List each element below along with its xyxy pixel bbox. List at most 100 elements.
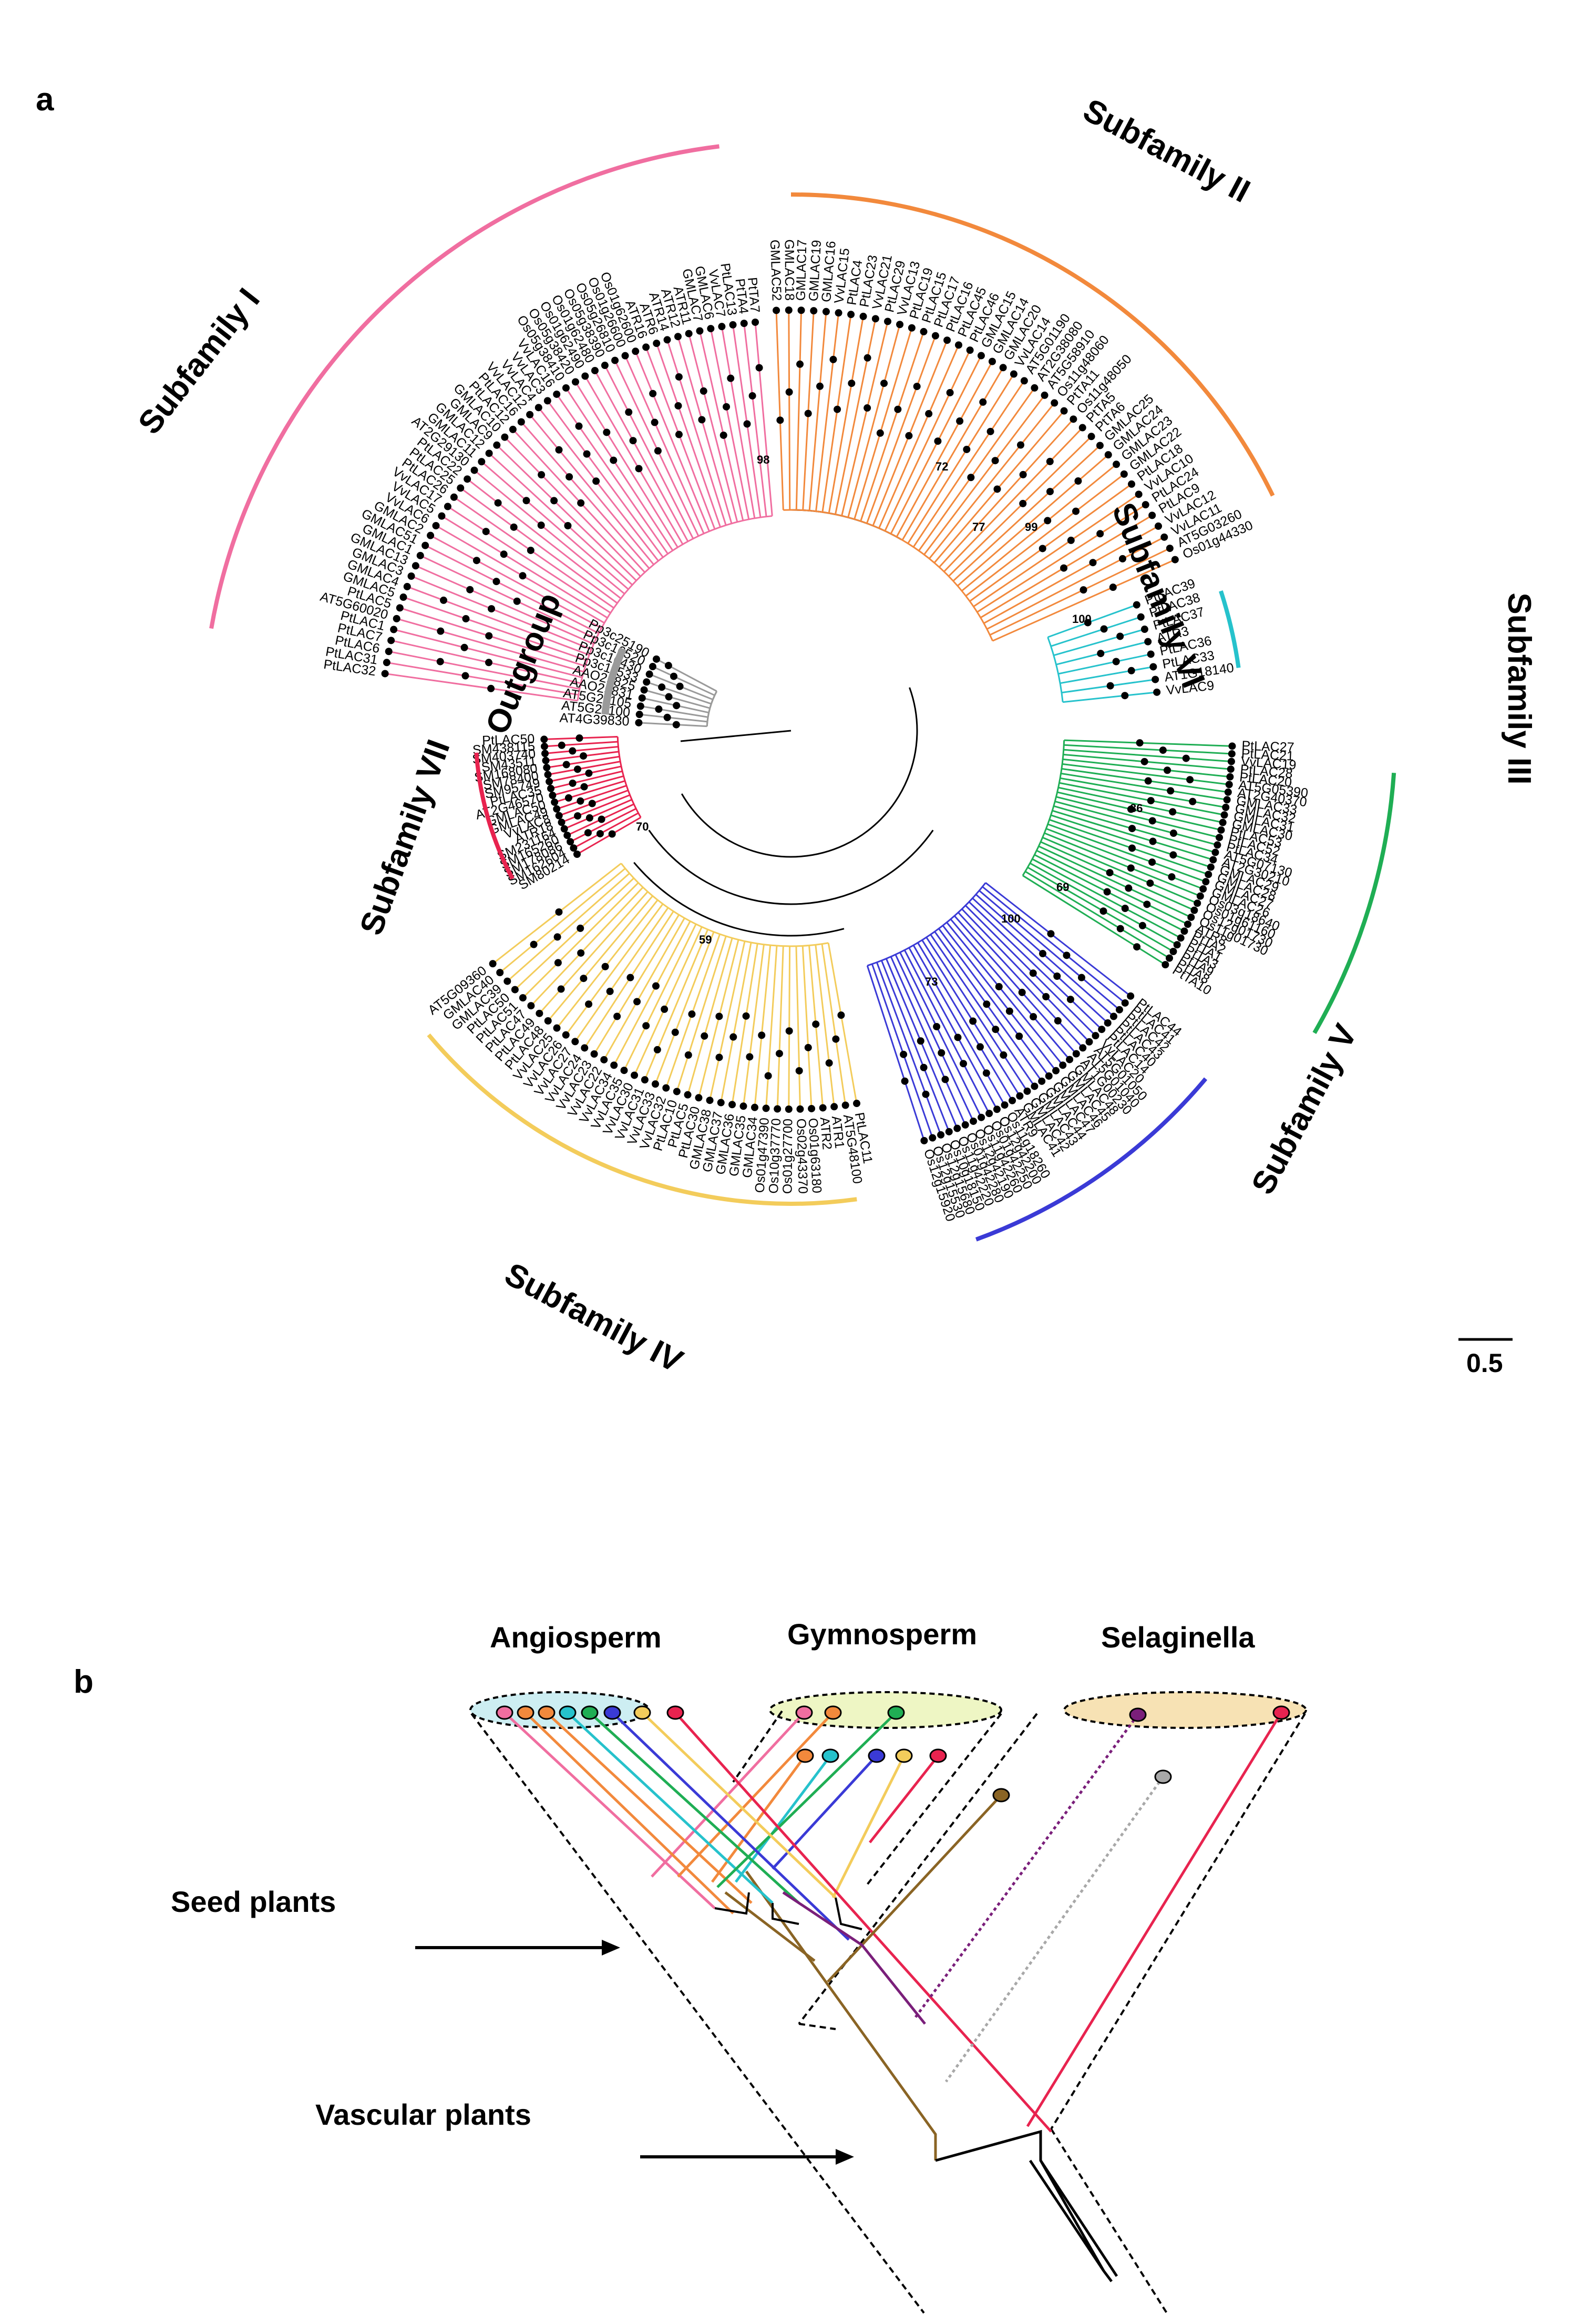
- leaf-branch: [593, 914, 680, 1054]
- internal-node: [1186, 776, 1194, 784]
- leaf-node: [1187, 913, 1195, 921]
- internal-node: [993, 485, 1001, 493]
- leaf-branch: [646, 681, 712, 705]
- internal-node: [880, 380, 888, 387]
- leaf-branch: [688, 333, 738, 523]
- leaf-node: [1225, 781, 1233, 789]
- internal-node: [575, 422, 583, 430]
- leaf-node: [591, 366, 599, 374]
- internal-node: [575, 734, 583, 742]
- leaf-branch: [973, 494, 1139, 608]
- leaf-branch: [982, 886, 1126, 1004]
- internal-node: [1189, 797, 1197, 805]
- leaf-node: [1109, 1012, 1117, 1020]
- clade-base-arc: [616, 736, 642, 818]
- leaf-branch: [1030, 862, 1178, 946]
- internal-node: [1164, 766, 1171, 774]
- internal-node: [1100, 625, 1108, 633]
- leaf-label: PtLAC21: [1241, 746, 1294, 764]
- internal-node: [1042, 993, 1050, 1001]
- leaf-node: [1137, 613, 1145, 621]
- internal-node: [1116, 925, 1124, 933]
- internal-node: [485, 659, 493, 667]
- leaf-branch: [1022, 875, 1166, 966]
- leaf-branch: [488, 453, 633, 586]
- leaf-node: [407, 572, 415, 580]
- leaf-node: [1196, 892, 1204, 900]
- leaf-node: [464, 475, 471, 483]
- subfamily-arc-out: [601, 647, 627, 715]
- internal-node: [1112, 658, 1120, 666]
- leaf-branch: [827, 943, 858, 1104]
- internal-node: [1148, 817, 1156, 825]
- internal-node: [1039, 545, 1046, 552]
- leaf-branch: [564, 798, 632, 830]
- leaf-branch: [952, 445, 1101, 582]
- leaf-branch: [604, 365, 694, 539]
- leaf-branch: [644, 689, 711, 709]
- internal-node: [626, 974, 634, 981]
- leaf-node: [517, 418, 525, 426]
- internal-node: [1080, 586, 1087, 594]
- leaf-node: [920, 327, 928, 335]
- leaf-branch: [880, 960, 950, 1132]
- backbone-arc-5: [706, 691, 718, 726]
- panel-a-label: a: [36, 81, 54, 118]
- internal-node: [969, 1017, 977, 1025]
- leaf-node: [652, 655, 660, 663]
- leaf-node: [977, 352, 985, 360]
- leaf-branch: [969, 483, 1132, 602]
- subfamily-arc-sf6: [1219, 590, 1241, 668]
- internal-node: [1000, 1051, 1008, 1059]
- leaf-node: [810, 307, 818, 315]
- internal-node: [1121, 905, 1129, 913]
- leaf-branch: [976, 504, 1146, 613]
- leaf-node: [412, 562, 419, 570]
- leaf-node: [1153, 688, 1161, 696]
- leaf-node: [1184, 920, 1191, 928]
- leaf-node: [1140, 626, 1148, 633]
- leaf-node: [396, 604, 404, 612]
- leaf-branch: [1042, 836, 1198, 904]
- leaf-node: [1051, 399, 1058, 407]
- internal-node: [1018, 988, 1026, 996]
- leaf-branch: [775, 310, 784, 510]
- leaf-node: [631, 1071, 639, 1079]
- leaf-branch: [917, 942, 1013, 1101]
- internal-node: [671, 1028, 679, 1036]
- internal-node: [938, 1049, 945, 1057]
- leaf-node: [643, 678, 651, 686]
- leaf-node: [621, 352, 629, 360]
- internal-node: [776, 416, 784, 424]
- leaf-node: [642, 343, 650, 351]
- leaf-node: [1211, 848, 1219, 856]
- leaf-node: [478, 458, 486, 466]
- leaf-node: [489, 960, 497, 968]
- leaf-branch: [529, 414, 654, 565]
- leaf-node: [540, 742, 548, 750]
- internal-node: [976, 1043, 984, 1051]
- leaf-branch: [866, 335, 937, 524]
- leaf-node: [560, 825, 568, 833]
- angiosperm-label: Angiosperm: [490, 1621, 662, 1654]
- leaf-branch: [866, 965, 925, 1141]
- subfamily-label-sf1: Subfamily I: [131, 282, 267, 441]
- seed-plants-label: Seed plants: [171, 1885, 336, 1918]
- internal-node: [472, 557, 480, 565]
- internal-node: [1147, 797, 1155, 805]
- leaf-branch: [552, 775, 624, 796]
- leaf-branch: [447, 506, 611, 614]
- internal-node: [665, 693, 673, 701]
- subfamily-arc-sf4: [427, 1033, 857, 1206]
- internal-node: [1167, 787, 1175, 795]
- leaf-node: [636, 702, 644, 710]
- internal-node: [485, 632, 493, 640]
- leaf-branch: [1044, 832, 1201, 897]
- bootstrap-value: 73: [925, 975, 938, 988]
- leaf-node: [444, 503, 451, 510]
- leaf-node: [1226, 773, 1234, 781]
- leaf-branch: [698, 331, 744, 521]
- leaf-node: [635, 711, 643, 719]
- leaf-branch: [972, 897, 1108, 1024]
- internal-node: [610, 456, 618, 464]
